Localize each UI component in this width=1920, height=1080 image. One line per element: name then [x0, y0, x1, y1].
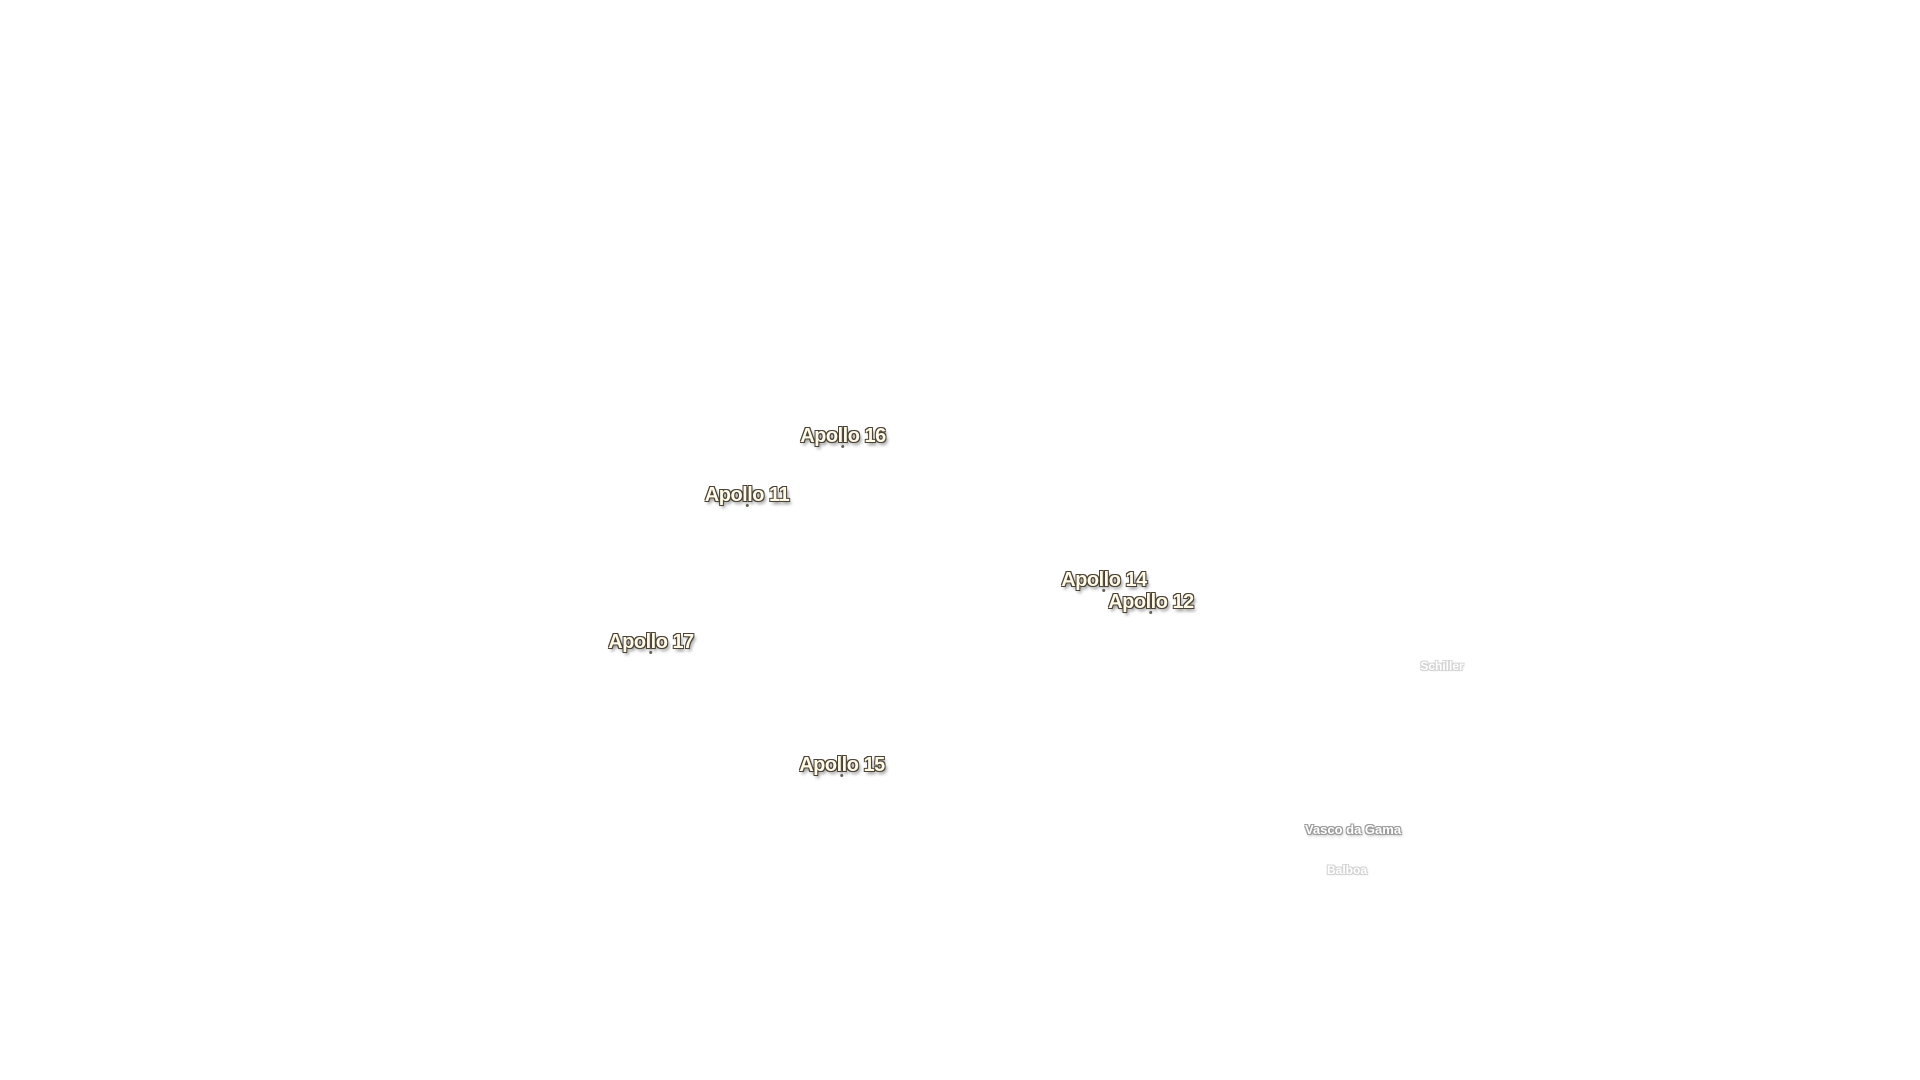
- landing-site-label: Apollo 11: [704, 484, 790, 506]
- landing-site-pin-icon: [745, 504, 749, 507]
- landing-site-pin-icon: [841, 445, 845, 448]
- landing-site-apollo-15[interactable]: Apollo 15: [799, 754, 885, 777]
- landing-site-pin-icon: [1102, 589, 1106, 592]
- landing-site-apollo-11[interactable]: Apollo 11: [704, 484, 790, 507]
- landing-site-label: Apollo 14: [1061, 569, 1147, 591]
- landing-site-apollo-17[interactable]: Apollo 17: [608, 631, 694, 654]
- landing-site-label: Apollo 15: [799, 754, 885, 776]
- landing-site-label: Apollo 12: [1108, 591, 1194, 613]
- landing-site-pin-icon: [1149, 611, 1153, 614]
- feature-label-vasco-da-gama: Vasco da Gama: [1304, 822, 1402, 837]
- landing-site-apollo-12[interactable]: Apollo 12: [1108, 591, 1194, 614]
- feature-label-balboa: Balboa: [1326, 863, 1368, 877]
- landing-site-pin-icon: [649, 651, 653, 654]
- landing-site-apollo-16[interactable]: Apollo 16: [800, 425, 886, 448]
- landing-site-label: Apollo 17: [608, 631, 694, 653]
- landing-site-apollo-14[interactable]: Apollo 14: [1061, 569, 1147, 592]
- landing-site-pin-icon: [840, 774, 844, 777]
- feature-label-schiller: Schiller: [1420, 659, 1464, 673]
- landing-site-label: Apollo 16: [800, 425, 886, 447]
